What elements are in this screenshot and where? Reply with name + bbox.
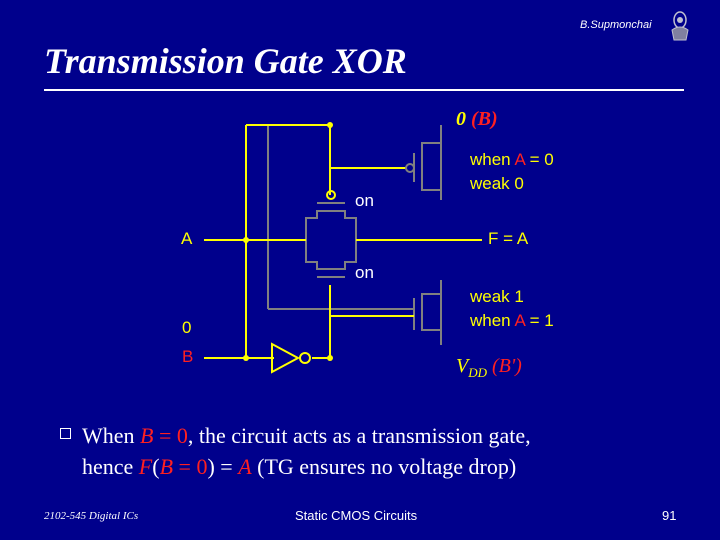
junction-dot	[327, 355, 333, 361]
input-b-label: B	[182, 347, 194, 366]
tg-nmos-channel	[305, 240, 357, 270]
explanation-text: When B = 0, the circuit acts as a transm…	[82, 420, 531, 482]
inverter-bubble	[299, 352, 311, 364]
input-a-label: A	[181, 229, 193, 248]
title-divider	[44, 89, 684, 91]
right-pmos-bubble	[405, 163, 415, 173]
explanation-line-1: When B = 0, the circuit acts as a transm…	[82, 423, 531, 448]
right-pmos-channel	[421, 142, 441, 191]
tg-nmos-on-label: on	[355, 263, 374, 282]
author-label: B.Supmonchai	[580, 19, 652, 31]
footer-topic: Static CMOS Circuits	[295, 508, 418, 523]
note-top-line1: when A = 0	[470, 150, 554, 169]
tg-pmos-channel	[305, 210, 357, 240]
bullet-square-icon	[60, 428, 71, 439]
footer-course: 2102-545 Digital ICs	[44, 510, 139, 522]
input-zero-label: 0	[182, 318, 192, 337]
note-top-line2: weak 0	[470, 174, 524, 193]
explanation-line-2: hence F(B = 0) = A (TG ensures no voltag…	[82, 454, 517, 479]
tg-pmos-on-label: on	[355, 191, 374, 210]
inverter-triangle	[271, 342, 301, 374]
top-node-label: 0 (B)	[456, 108, 498, 130]
university-seal-icon	[671, 11, 689, 41]
junction-dot	[243, 237, 249, 243]
page-title: Transmission Gate XOR	[44, 41, 407, 81]
xor-circuit-diagram	[204, 122, 482, 374]
tg-pmos-bubble	[326, 190, 336, 200]
output-f-label: F = A	[488, 229, 529, 248]
note-bottom-line2: when A = 1	[470, 311, 554, 330]
right-nmos-channel	[421, 293, 441, 331]
junction-dot	[327, 122, 333, 128]
vdd-label: VDD (B')	[456, 355, 522, 380]
note-bottom-line1: weak 1	[470, 287, 524, 306]
page-number: 91	[662, 508, 677, 523]
junction-dot	[243, 355, 249, 361]
